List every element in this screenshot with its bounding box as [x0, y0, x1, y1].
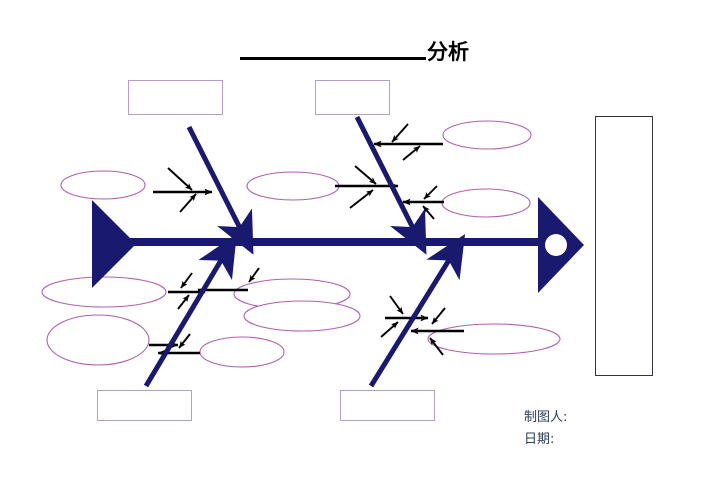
- fish-eye-icon: [545, 234, 567, 256]
- twig-arrow-br-a: [389, 295, 404, 315]
- twig-arrow-trl-b: [422, 205, 435, 220]
- title-suffix-label: 分析: [427, 40, 469, 64]
- category-box-bottom-left[interactable]: [97, 390, 192, 421]
- cause-ellipse-upper-middle[interactable]: [246, 171, 340, 201]
- effect-box-label: [596, 117, 652, 375]
- twig-arrow-tl-a: [167, 167, 193, 191]
- category-box-top-right[interactable]: [315, 80, 390, 115]
- twig-arrow-trl-a: [423, 185, 438, 200]
- twig-arrow-br-d: [429, 337, 444, 356]
- drawn-by-row: 制图人:: [524, 407, 567, 429]
- fish-tail: [92, 200, 136, 288]
- twig-arrow-bl-d: [178, 333, 191, 349]
- category-box-top-right-label: [316, 81, 389, 114]
- effect-box[interactable]: [595, 116, 653, 376]
- title-blank-field[interactable]: [240, 35, 426, 60]
- main-bone-group: [143, 115, 466, 388]
- date-row: 日期:: [524, 429, 567, 451]
- category-box-top-left-label: [129, 81, 222, 114]
- drawn-by-label: 制图人:: [524, 410, 568, 425]
- bone-top-right[interactable]: [354, 115, 427, 255]
- category-box-bottom-left-label: [98, 391, 191, 420]
- date-label: 日期:: [524, 432, 555, 447]
- bone-top-left[interactable]: [186, 125, 254, 255]
- cause-ellipse-lower-middle-bottom[interactable]: [243, 300, 361, 332]
- cause-ellipse-lower-left-small[interactable]: [199, 336, 285, 368]
- twig-arrow-bl-c: [248, 267, 260, 283]
- cause-ellipse-upper-right-top[interactable]: [442, 120, 532, 150]
- twig-arrow-tm-b: [349, 189, 374, 209]
- twig-arrow-tr-a: [391, 123, 409, 143]
- twig-arrow-group: [167, 123, 446, 356]
- twig-arrow-bl-b: [177, 294, 190, 310]
- category-box-bottom-right-label: [341, 391, 434, 420]
- cause-ellipse-lower-right[interactable]: [427, 323, 561, 355]
- category-box-top-left[interactable]: [128, 80, 223, 115]
- cause-ellipse-group: [41, 120, 561, 368]
- page-title: 分析: [240, 24, 500, 64]
- cause-ellipse-lower-far-left-bottom[interactable]: [46, 314, 150, 366]
- twig-arrow-br-b: [380, 321, 399, 338]
- twig-arrow-bl-a: [180, 272, 193, 289]
- footer-meta: 制图人: 日期:: [524, 407, 567, 451]
- cause-ellipse-lower-far-left-top[interactable]: [41, 276, 167, 308]
- twig-arrow-tl-b: [179, 193, 197, 213]
- bone-bottom-right[interactable]: [368, 234, 466, 388]
- cause-ellipse-upper-far-left[interactable]: [60, 170, 146, 200]
- twig-arrow-tm-a: [354, 165, 377, 185]
- bone-bottom-left[interactable]: [143, 233, 237, 388]
- cause-ellipse-upper-right-bottom[interactable]: [441, 188, 531, 218]
- twig-arrow-tr-b: [402, 145, 421, 161]
- twig-arrow-br-c: [431, 307, 446, 325]
- category-box-bottom-right[interactable]: [340, 390, 435, 421]
